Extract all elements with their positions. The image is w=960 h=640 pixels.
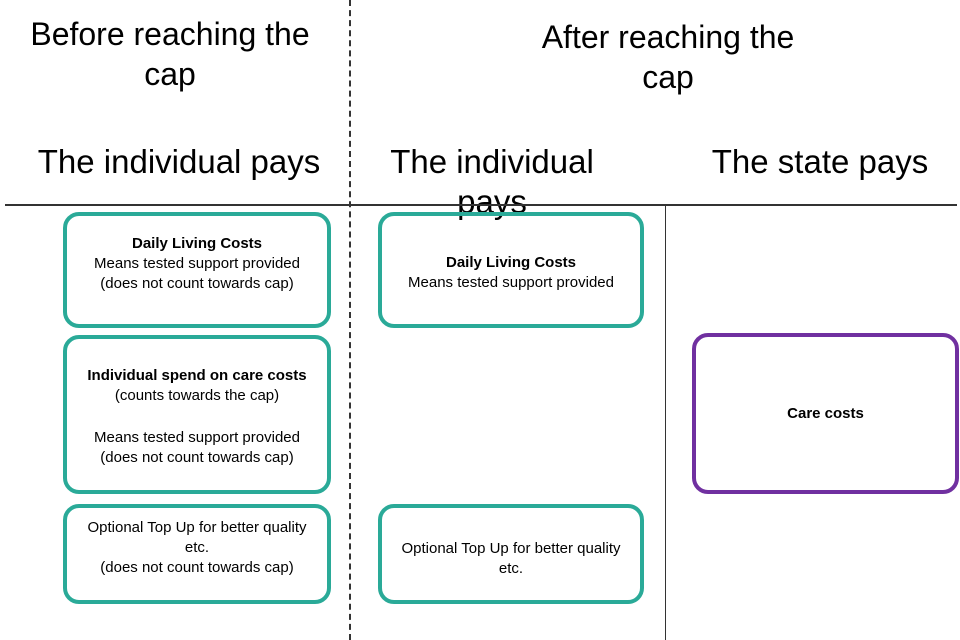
- box-title: Daily Living Costs: [131, 235, 263, 252]
- box-title: Care costs: [787, 404, 864, 422]
- before-top-up-box: Optional Top Up for better quality etc. …: [63, 504, 331, 604]
- box-text: Means tested support provided: [94, 255, 300, 272]
- after-daily-living-costs-box: Daily Living Costs Means tested support …: [378, 212, 644, 328]
- box-text: Optional Top Up for better quality: [401, 540, 621, 557]
- middle-column-heading: The individual pays: [390, 143, 594, 220]
- box-text: (does not count towards cap): [100, 275, 294, 292]
- right-column-heading: The state pays: [711, 143, 929, 180]
- left-column-heading: The individual pays: [37, 143, 321, 180]
- box-text: etc.: [184, 539, 210, 556]
- after-top-up-box: Optional Top Up for better quality etc.: [378, 504, 644, 604]
- before-care-costs-box: Individual spend on care costs (counts t…: [63, 335, 331, 494]
- before-after-divider: [349, 0, 351, 640]
- box-text: Optional Top Up for better quality: [87, 519, 307, 536]
- before-cap-heading: Before reaching the cap: [30, 16, 310, 92]
- after-cap-heading: After reaching the cap: [541, 19, 795, 95]
- box-text: (does not count towards cap): [100, 559, 294, 576]
- box-title: Individual spend on care costs: [87, 367, 307, 384]
- box-text: (counts towards the cap): [114, 387, 280, 404]
- box-text: Means tested support provided: [94, 429, 300, 446]
- box-text: (does not count towards cap): [100, 449, 294, 466]
- box-text: etc.: [498, 560, 524, 577]
- header-divider: [5, 204, 957, 206]
- before-daily-living-costs-box: Daily Living Costs Means tested support …: [63, 212, 331, 328]
- individual-state-divider: [665, 205, 666, 640]
- state-care-costs-box: Care costs: [692, 333, 959, 494]
- box-text: Means tested support provided: [408, 274, 614, 291]
- box-title: Daily Living Costs: [445, 254, 577, 271]
